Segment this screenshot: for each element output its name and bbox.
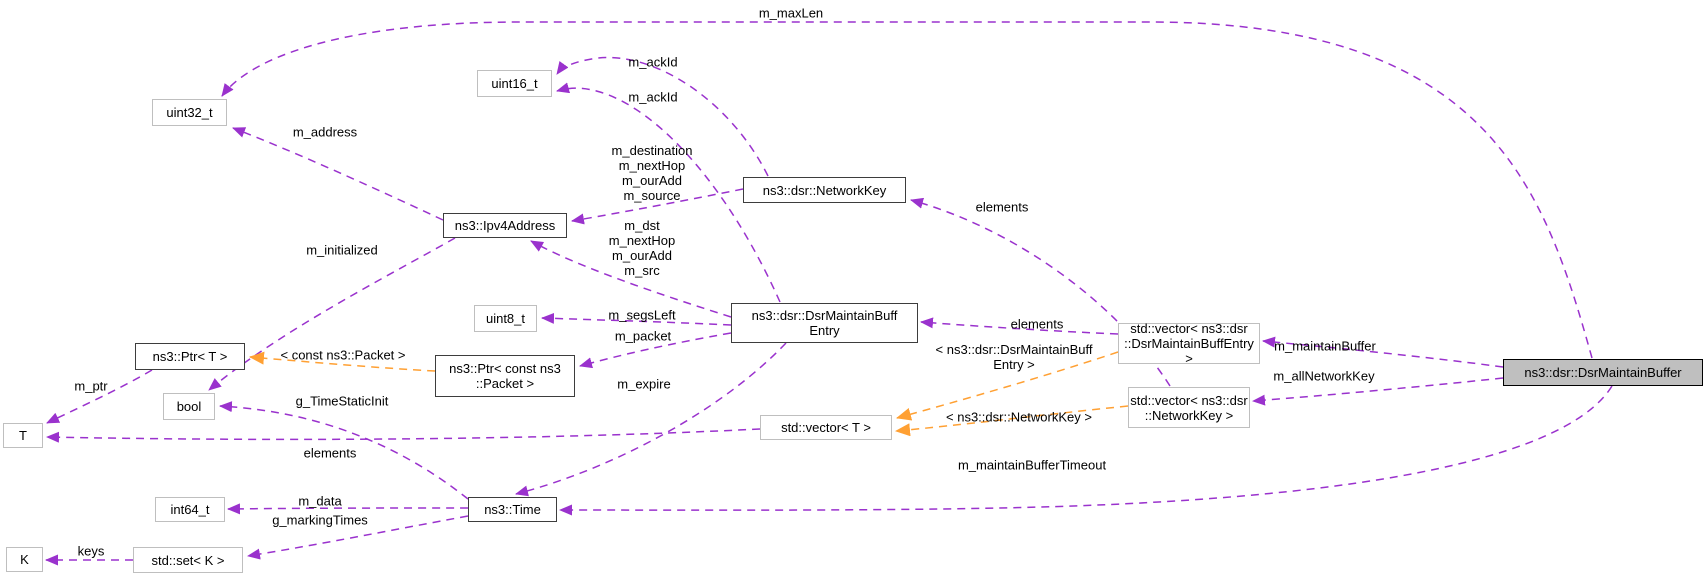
edge-label-m-maxlen: m_maxLen	[758, 5, 824, 21]
edge-label-m-ackid-2: m_ackId	[628, 89, 678, 105]
class-node-int64-t: int64_t	[155, 497, 225, 522]
edge-elements-networkkey	[910, 197, 1171, 387]
class-node-vector-network-key: std::vector< ns3::dsr ::NetworkKey >	[1128, 387, 1250, 428]
edge-elements-entry	[920, 317, 1119, 335]
class-node-k: K	[6, 547, 43, 572]
class-node-ipv4-address[interactable]: ns3::Ipv4Address	[443, 213, 567, 238]
edge-label-entry-addresses: m_dst m_nextHop m_ourAdd m_src	[608, 218, 676, 278]
edge-label-tmpl-entry: < ns3::dsr::DsrMaintainBuff Entry >	[935, 342, 1093, 372]
edge-label-m-address: m_address	[292, 124, 358, 140]
edge-entry-ipv4	[530, 240, 732, 318]
class-node-dsr-maintain-buff-entry[interactable]: ns3::dsr::DsrMaintainBuff Entry	[731, 303, 918, 343]
edge-m-ptr	[46, 369, 153, 424]
edge-m-address	[232, 127, 444, 221]
edge-tmpl-const-packet	[249, 351, 436, 372]
edge-networkkey-ipv4	[571, 188, 744, 225]
edge-elements-t	[46, 428, 761, 443]
edge-m-maintainbuffer	[1262, 336, 1504, 368]
class-node-vector-t: std::vector< T >	[760, 415, 892, 440]
edge-label-m-maintainbuffer: m_maintainBuffer	[1274, 338, 1376, 354]
edge-label-m-segsleft: m_segsLeft	[608, 307, 676, 323]
edge-m-maintainbuffertimeout	[559, 385, 1613, 516]
class-node-network-key[interactable]: ns3::dsr::NetworkKey	[743, 177, 906, 203]
edge-label-m-ackid-1: m_ackId	[628, 54, 678, 70]
class-node-vector-dsr-maintain-buff-entry: std::vector< ns3::dsr ::DsrMaintainBuffE…	[1118, 321, 1260, 366]
edge-g-markingtimes	[247, 515, 469, 560]
edge-label-tmpl-network-key: < ns3::dsr::NetworkKey >	[946, 409, 1092, 425]
class-node-set-k: std::set< K >	[133, 547, 243, 573]
edge-label-elements-t: elements	[303, 445, 357, 461]
class-node-time[interactable]: ns3::Time	[468, 497, 557, 522]
edge-label-m-allnetworkkey: m_allNetworkKey	[1273, 368, 1375, 384]
edge-tmpl-entry	[896, 351, 1119, 421]
edge-g-timestaticinit	[219, 401, 469, 500]
edge-m-ackid-networkkey	[556, 56, 769, 177]
edge-label-network-key-members: m_destination m_nextHop m_ourAdd m_sourc…	[611, 143, 693, 203]
edge-label-m-maintainbuffertimeout: m_maintainBufferTimeout	[957, 457, 1107, 473]
edge-label-m-ptr: m_ptr	[74, 378, 108, 394]
class-node-ptr-const-packet[interactable]: ns3::Ptr< const ns3 ::Packet >	[435, 355, 575, 397]
edge-tmpl-networkkey	[895, 405, 1129, 437]
edge-label-m-expire: m_expire	[617, 376, 671, 392]
class-node-dsr-maintain-buffer-main: ns3::dsr::DsrMaintainBuffer	[1503, 359, 1703, 386]
edge-label-m-data: m_data	[298, 493, 342, 509]
edge-m-data	[227, 503, 469, 515]
edge-m-ackid-entry	[556, 82, 781, 303]
edge-label-g-timestaticinit: g_TimeStaticInit	[295, 393, 389, 409]
edge-label-elements-entry: elements	[1010, 316, 1064, 332]
edge-label-g-markingtimes: g_markingTimes	[272, 512, 368, 528]
edge-label-m-initialized: m_initialized	[306, 242, 378, 258]
class-node-uint32-t: uint32_t	[152, 99, 227, 126]
edge-label-keys: keys	[77, 543, 105, 559]
edge-m-packet	[579, 332, 732, 369]
edge-m-maxlen	[221, 21, 1593, 359]
class-node-uint8-t: uint8_t	[474, 305, 537, 332]
class-node-bool: bool	[163, 393, 215, 420]
edge-m-expire	[515, 342, 787, 497]
edge-m-allnetworkkey	[1252, 377, 1504, 406]
edge-m-initialized	[208, 237, 456, 391]
class-node-ptr-t[interactable]: ns3::Ptr< T >	[135, 343, 245, 370]
edge-label-m-packet: m_packet	[614, 328, 672, 344]
class-node-t: T	[3, 423, 43, 448]
edge-label-tmpl-const-packet: < const ns3::Packet >	[280, 347, 406, 363]
edge-label-elements-network-key: elements	[975, 199, 1029, 215]
class-node-uint16-t: uint16_t	[477, 70, 552, 97]
